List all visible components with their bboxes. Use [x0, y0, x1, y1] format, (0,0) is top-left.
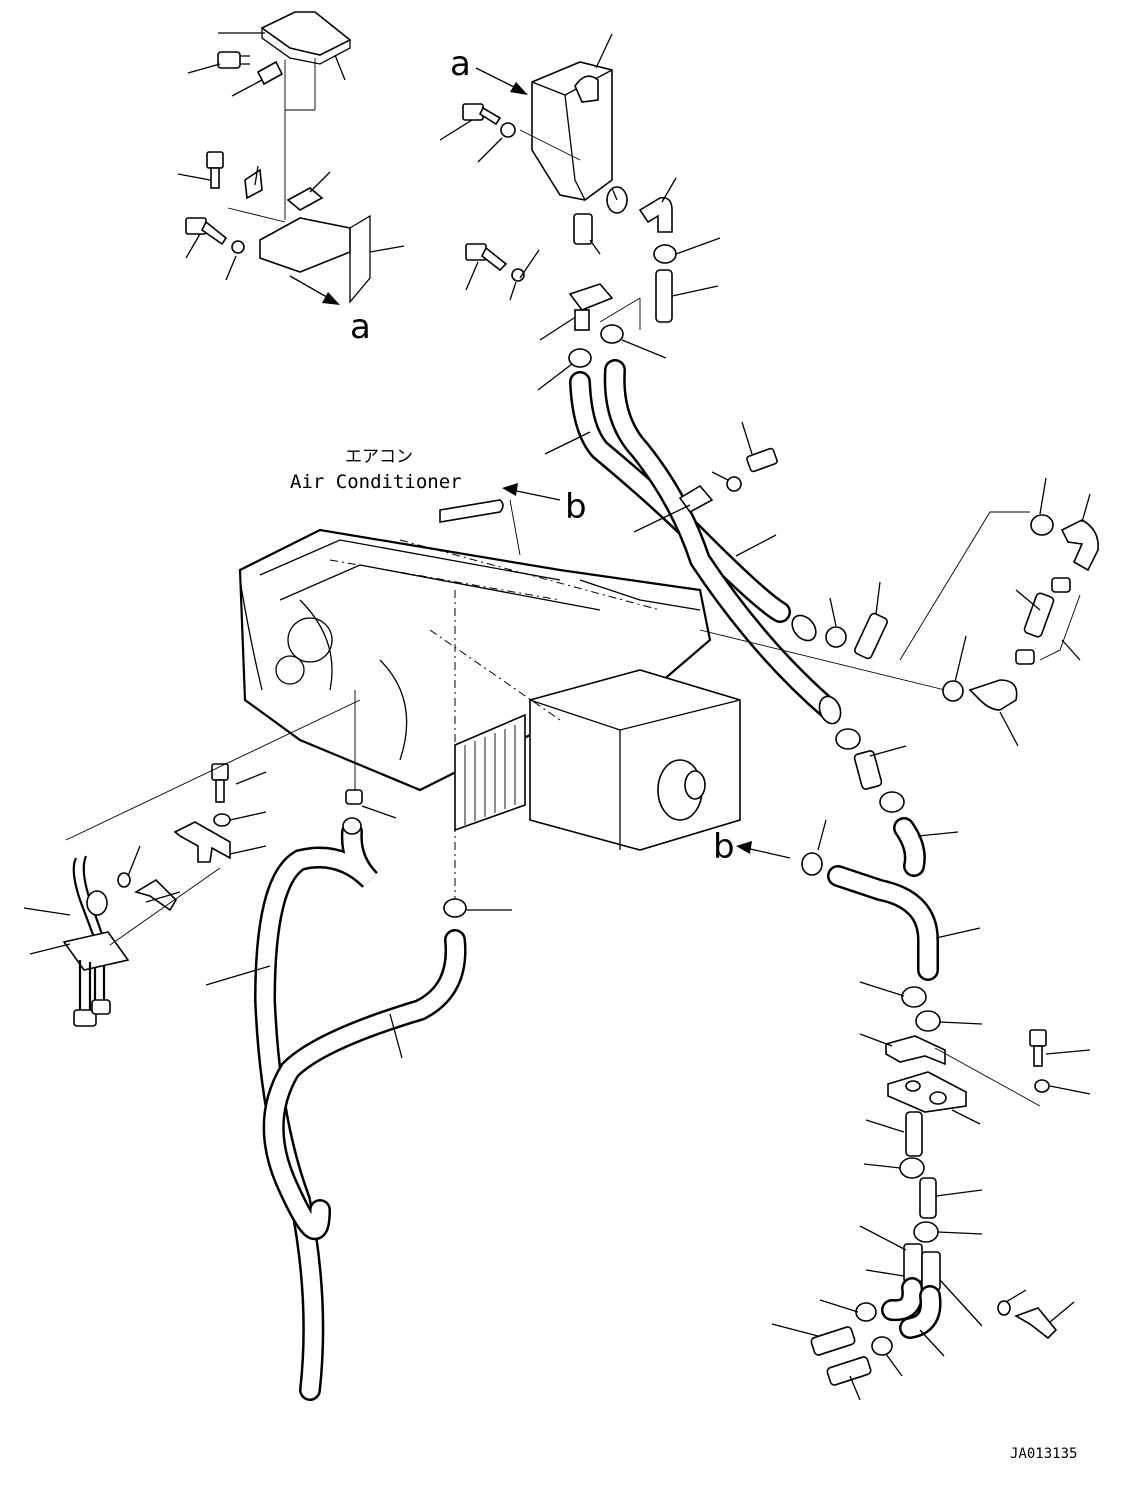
right-fittings-group: [825, 477, 1099, 747]
right-hose-chain: [771, 728, 1091, 1401]
air-conditioner-label-en: Air Conditioner: [290, 471, 462, 493]
air-conditioner-unit: [238, 499, 946, 900]
top-center-bracket-assembly: [439, 33, 721, 391]
left-pipe-assembly: [23, 699, 361, 1027]
air-conditioner-label-jp: エアコン: [345, 447, 413, 467]
drawing-number: JA013135: [1010, 1446, 1077, 1462]
hose-pair-top: [544, 359, 842, 725]
condenser-fins: [464, 725, 516, 825]
top-left-bracket-assembly: [177, 11, 405, 304]
view-label-b-top: b: [565, 487, 587, 527]
view-label-a-bottom: a: [350, 307, 371, 347]
view-label-a-top: a: [450, 44, 471, 84]
view-label-b-right: b: [713, 827, 735, 867]
drain-hoses-left: [205, 805, 512, 1401]
view-arrows: [289, 67, 791, 859]
